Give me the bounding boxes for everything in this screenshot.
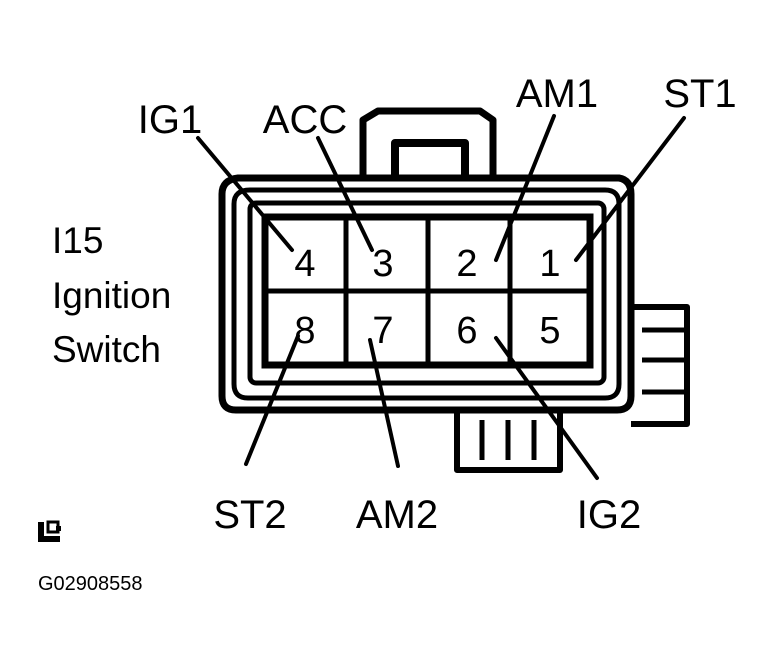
leader-am1 [494, 114, 556, 262]
leader-ig2 [494, 336, 599, 480]
leader-am2 [368, 338, 400, 468]
pin-grid [261, 213, 594, 369]
leader-lines [196, 114, 686, 480]
pin-7: 7 [372, 310, 393, 352]
label-acc: ACC [263, 98, 347, 142]
pin-5: 5 [539, 310, 560, 352]
label-am2: AM2 [356, 493, 438, 537]
connector-code: I15 [52, 220, 103, 261]
leader-ig1 [196, 136, 294, 252]
leader-st2 [244, 334, 300, 466]
connector-name-line1: Ignition [52, 275, 171, 316]
pin-3: 3 [372, 243, 393, 285]
wire-harness-symbol-icon [38, 520, 61, 542]
right-side-ribs [631, 304, 690, 427]
label-st2: ST2 [213, 493, 286, 537]
figure-code: G02908558 [38, 573, 143, 595]
pin-6: 6 [456, 310, 477, 352]
leader-acc [316, 136, 374, 252]
housing-middle [231, 187, 622, 401]
connector-name-line2: Switch [52, 329, 161, 370]
pin-8: 8 [294, 310, 315, 352]
bottom-tab [454, 410, 563, 473]
housing-inner-frame [247, 200, 607, 386]
label-st1: ST1 [663, 72, 736, 116]
connector-housing [218, 107, 690, 473]
label-ig2: IG2 [577, 493, 641, 537]
top-latch-inner [391, 139, 469, 178]
pin-1: 1 [539, 243, 560, 285]
pin-4: 4 [294, 243, 315, 285]
label-am1: AM1 [516, 72, 598, 116]
pin-2: 2 [456, 243, 477, 285]
top-latch [359, 107, 497, 178]
label-ig1: IG1 [138, 98, 202, 142]
leader-st1 [574, 116, 686, 262]
